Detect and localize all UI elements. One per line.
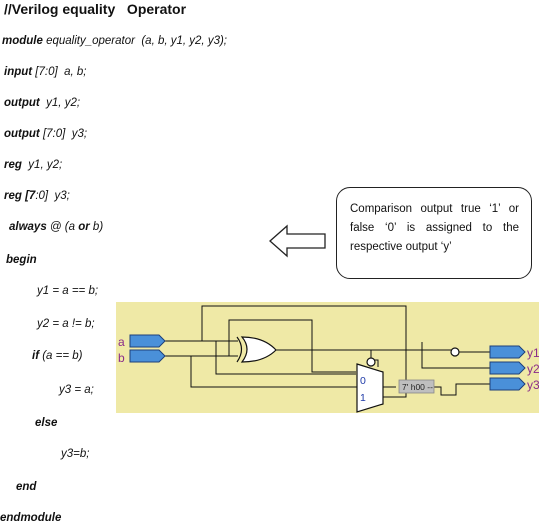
code-line-if: if (a == b) (32, 350, 83, 362)
code-line-reg-y1y2: reg y1, y2; (4, 159, 63, 171)
output-port-icon (489, 345, 526, 359)
code-line-begin: begin (6, 254, 37, 266)
mux-icon (356, 363, 384, 413)
left-arrow-icon (269, 224, 326, 258)
output-port-icon (489, 377, 526, 391)
page-title: //Verilog equality Operator (4, 1, 187, 17)
callout-text: Comparison output true ‘1’ or false ‘0’ … (350, 203, 519, 253)
code-line-y2-assign: y2 = a != b; (37, 318, 95, 330)
inverter-bubble-icon (366, 357, 376, 367)
inverter-bubble-icon (450, 347, 460, 357)
mux-input-0: 0 (360, 375, 366, 387)
code-line-else: else (35, 417, 58, 429)
mux-input-1: 1 (360, 392, 366, 404)
code-line-always: always @ (a or b) (9, 221, 104, 233)
code-line-reg-y3: reg [7:0] y3; (4, 190, 70, 202)
code-line-y3-a: y3 = a; (59, 384, 94, 396)
constant-box (398, 379, 435, 394)
output-port-icon (489, 361, 526, 375)
code-line-end: end (16, 481, 37, 493)
code-line-output-y1y2: output y1, y2; (4, 97, 81, 109)
code-line-y3-b: y3=b; (61, 448, 90, 460)
output-label-y3: y3[7..0] (527, 378, 539, 392)
code-line-y1-assign: y1 = a == b; (37, 285, 99, 297)
code-line-input: input [7:0] a, b; (4, 66, 87, 78)
callout-box: Comparison output true ‘1’ or false ‘0’ … (336, 187, 532, 279)
schematic-panel (116, 302, 539, 413)
constant-label: 7' h00 -- (402, 382, 433, 392)
schematic-wires (164, 305, 490, 398)
code-line-output-y3: output [7:0] y3; (4, 128, 88, 140)
code-line-endmodule: endmodule (0, 512, 62, 524)
input-port-icon (129, 334, 166, 348)
output-label-y2: y2 (527, 362, 539, 376)
schematic-diagram: 0 1 7' h00 -- a b y1 y2 y3[7..0] (118, 305, 539, 413)
output-label-y1: y1 (527, 346, 539, 360)
xor-gate-icon (236, 336, 277, 363)
input-label-a: a (118, 335, 125, 349)
input-port-icon (129, 349, 166, 363)
input-label-b: b (118, 351, 125, 365)
code-line-module: module equality_operator (a, b, y1, y2, … (2, 35, 227, 47)
